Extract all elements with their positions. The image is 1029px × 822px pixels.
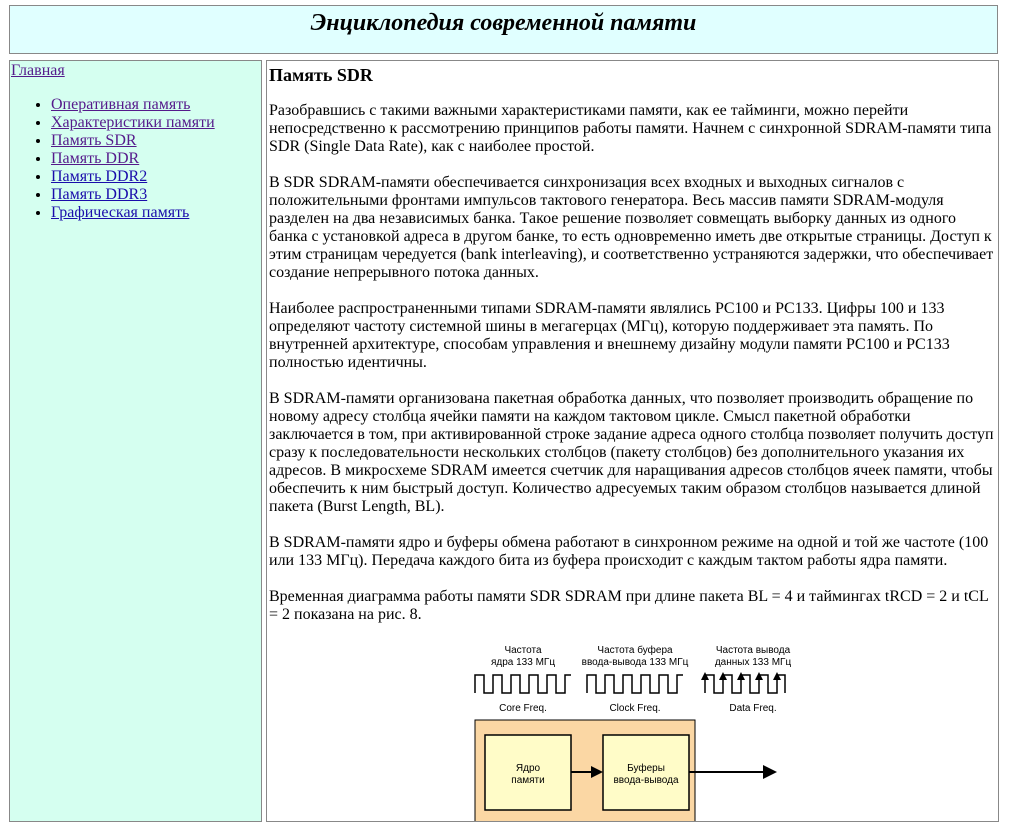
nav-link-graphics[interactable]: Графическая память <box>51 204 190 221</box>
article-paragraph: Наиболее распространенными типами SDRAM-… <box>269 300 950 371</box>
buffers-block <box>601 734 690 811</box>
sidebar: Главная Оперативная память Характеристик… <box>9 60 262 822</box>
article-paragraph: Разобравшись с такими важными характерис… <box>269 102 992 155</box>
article-title: Память SDR <box>269 65 373 85</box>
core-clock-waveform <box>473 674 571 694</box>
sdr-diagram-figure: Частота ядра 133 МГц Частота буфера ввод… <box>269 638 996 821</box>
page-title: Энциклопедия современной памяти <box>310 10 697 36</box>
core-block-label-2: памяти <box>511 775 544 786</box>
article-paragraph: В SDRAM-памяти ядро и буферы обмена рабо… <box>269 534 989 569</box>
buffer-clock-waveform <box>585 674 683 694</box>
core-block <box>483 734 572 811</box>
nav-link-ddr2[interactable]: Память DDR2 <box>51 168 148 185</box>
article-paragraph: В SDR SDRAM-памяти обеспечивается синхро… <box>269 174 994 281</box>
data-freq-label: Data Freq. <box>729 703 776 714</box>
buffer-freq-caption-1: Частота буфера <box>597 644 673 656</box>
data-freq-caption-2: данных 133 МГц <box>714 657 791 668</box>
output-arrowhead <box>762 765 777 779</box>
core-block-label-1: Ядро <box>515 763 540 774</box>
nav-list: Оперативная память Характеристики памяти… <box>10 96 261 222</box>
core-freq-caption-2: ядра 133 МГц <box>490 657 554 668</box>
home-link[interactable]: Главная <box>11 62 65 79</box>
article-paragraph: В SDRAM-памяти организована пакетная обр… <box>269 390 994 515</box>
nav-item-ddr2: Память DDR2 <box>51 168 261 186</box>
buffer-freq-caption-2: ввода-вывода 133 МГц <box>581 657 688 668</box>
nav-link-characteristics[interactable]: Характеристики памяти <box>51 114 215 131</box>
nav-item-ddr: Память DDR <box>51 150 261 168</box>
nav-link-sdr[interactable]: Память SDR <box>51 132 137 149</box>
nav-item-ram: Оперативная память <box>51 96 261 114</box>
data-edge-arrows <box>700 672 781 680</box>
nav-item-ddr3: Память DDR3 <box>51 186 261 204</box>
article-paragraph: Временная диаграмма работы памяти SDR SD… <box>269 588 989 623</box>
buffers-block-label-2: ввода-вывода <box>613 775 678 786</box>
core-to-buffer-arrowhead <box>590 766 603 778</box>
nav-link-ram[interactable]: Оперативная память <box>51 96 191 113</box>
buffers-block-label-1: Буферы <box>627 762 665 774</box>
sdr-diagram: Частота ядра 133 МГц Частота буфера ввод… <box>473 644 791 821</box>
data-waveform <box>703 674 786 694</box>
main-content: Память SDR Разобравшись с такими важными… <box>266 60 999 822</box>
core-freq-label: Core Freq. <box>499 703 547 714</box>
data-freq-caption-1: Частота вывода <box>715 645 790 656</box>
page-header: Энциклопедия современной памяти <box>9 5 998 54</box>
nav-item-sdr: Память SDR <box>51 132 261 150</box>
core-freq-caption-1: Частота <box>504 645 542 656</box>
nav-link-ddr3[interactable]: Память DDR3 <box>51 186 148 203</box>
clock-freq-label: Clock Freq. <box>609 703 660 714</box>
nav-item-characteristics: Характеристики памяти <box>51 114 261 132</box>
nav-item-graphics: Графическая память <box>51 204 261 222</box>
nav-link-ddr[interactable]: Память DDR <box>51 150 140 167</box>
